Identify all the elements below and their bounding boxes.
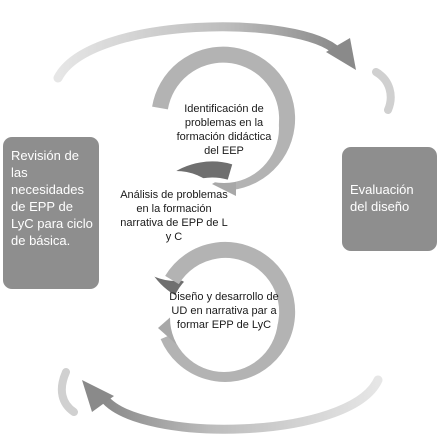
- ring-1: [152, 46, 296, 190]
- design-evaluation-box: Evaluación del diseño: [342, 147, 437, 251]
- needs-review-label: Revisión de las necesidades de EPP de Ly…: [11, 148, 93, 248]
- needs-review-box: Revisión de las necesidades de EPP de Ly…: [3, 137, 99, 289]
- step-1-label: Identificación de problemas en la formac…: [176, 103, 272, 157]
- right-return-arc: [372, 68, 395, 114]
- top-cycle-arrow-head: [326, 38, 356, 70]
- ring-1-inner: [169, 73, 279, 183]
- step-3-label: Diseño y desarrollo de UD en narrativa p…: [169, 291, 279, 331]
- bottom-cycle-arrow: [99, 375, 383, 434]
- step-2-label: Análisis de problemas en la formación na…: [120, 189, 228, 243]
- design-evaluation-label: Evaluación del diseño: [350, 182, 414, 214]
- top-cycle-arrow: [53, 22, 343, 83]
- ring-3: [160, 241, 296, 382]
- left-return-arc: [57, 368, 78, 416]
- bottom-cycle-arrow-head: [82, 380, 114, 412]
- ring-3-inner: [170, 264, 278, 372]
